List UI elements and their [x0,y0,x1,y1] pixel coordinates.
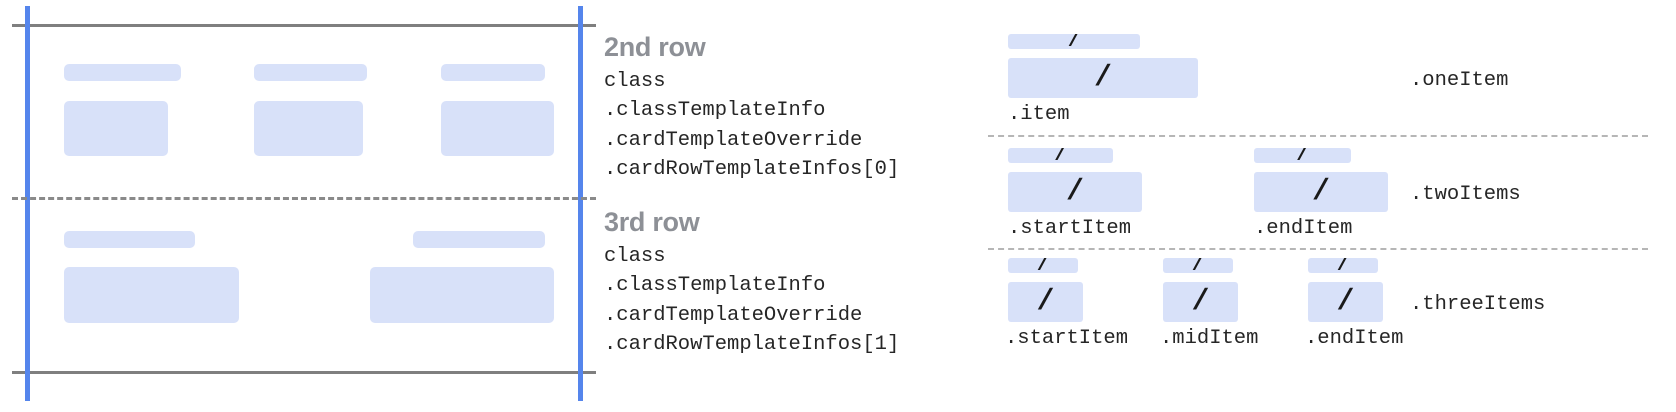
slot-start-item: / / .startItem [1008,148,1142,240]
annotation-title: 2nd row [604,32,706,62]
slash-icon: / [1336,258,1350,273]
annotation-title: 3rd row [604,207,700,237]
slot-title-bar: / [1008,148,1113,163]
slash-icon: / [1036,258,1050,273]
cell-body-block [64,101,168,156]
variant-label-three-items: .threeItems [1410,293,1546,316]
slot-body-bar: / [1254,172,1388,212]
variant-label-one-item: .oneItem [1410,69,1509,92]
slot-start-item: / / .startItem [1005,258,1129,350]
slash-icon: / [1336,285,1355,319]
card-left-guide [25,6,30,401]
annotation-second-row: 2nd row class .classTemplateInfo .cardTe… [604,33,899,184]
slash-icon: / [1067,34,1081,49]
annotation-line: .cardRowTemplateInfos[1] [604,332,900,356]
slot-label: .endItem [1305,327,1404,350]
slot-title-bar: / [1008,258,1078,273]
annotation-third-row: 3rd row class .classTemplateInfo .cardTe… [604,208,899,359]
cell-title-block [413,231,545,248]
slash-icon: / [1065,175,1084,209]
annotation-line: class [604,70,666,94]
cell-title-block [254,64,367,81]
slot-title-bar: / [1308,258,1378,273]
variant-divider [988,135,1648,137]
cell-title-block [64,64,181,81]
slot-body-bar: / [1163,282,1238,322]
slash-icon: / [1036,285,1055,319]
slot-mid-item: / / .midItem [1160,258,1259,350]
slot-body-bar: / [1008,172,1142,212]
slash-icon: / [1296,148,1309,163]
annotation-line: .cardTemplateOverride [604,303,863,327]
slot-label: .midItem [1160,327,1259,350]
cell-body-block [370,267,554,323]
slot-body-bar: / [1008,58,1198,98]
slot-label: .startItem [1005,327,1129,350]
slot-label: .startItem [1008,217,1132,240]
annotation-line: .classTemplateInfo [604,274,826,298]
item-variants-diagram: / / .item .oneItem / / .startItem / / [980,0,1676,412]
cell-body-block [441,101,554,156]
row-divider [12,197,596,200]
cell-title-block [64,231,195,248]
card-bottom-border [12,371,596,374]
slash-icon: / [1054,148,1067,163]
slot-item: / / .item [1008,34,1198,126]
cell-body-block [64,267,239,323]
slash-icon: / [1191,285,1210,319]
annotation-line: .cardTemplateOverride [604,128,863,152]
slash-icon: / [1093,61,1112,95]
slash-icon: / [1311,175,1330,209]
slot-label: .endItem [1254,217,1353,240]
annotation-line: .classTemplateInfo [604,99,826,123]
cell-body-block [254,101,363,156]
slot-body-bar: / [1308,282,1383,322]
slot-label: .item [1008,103,1070,126]
slot-end-item: / / .endItem [1254,148,1388,240]
variant-label-two-items: .twoItems [1410,183,1521,206]
slash-icon: / [1191,258,1205,273]
slot-title-bar: / [1163,258,1233,273]
slot-end-item: / / .endItem [1305,258,1404,350]
card-row-layout-preview [0,0,600,412]
annotation-line: .cardRowTemplateInfos[0] [604,157,900,181]
slot-body-bar: / [1008,282,1083,322]
cell-title-block [441,64,545,81]
slot-title-bar: / [1254,148,1351,163]
slot-title-bar: / [1008,34,1140,49]
variant-divider [988,248,1648,250]
card-top-border [12,24,596,27]
card-right-guide [578,6,583,401]
annotation-line: class [604,245,666,269]
